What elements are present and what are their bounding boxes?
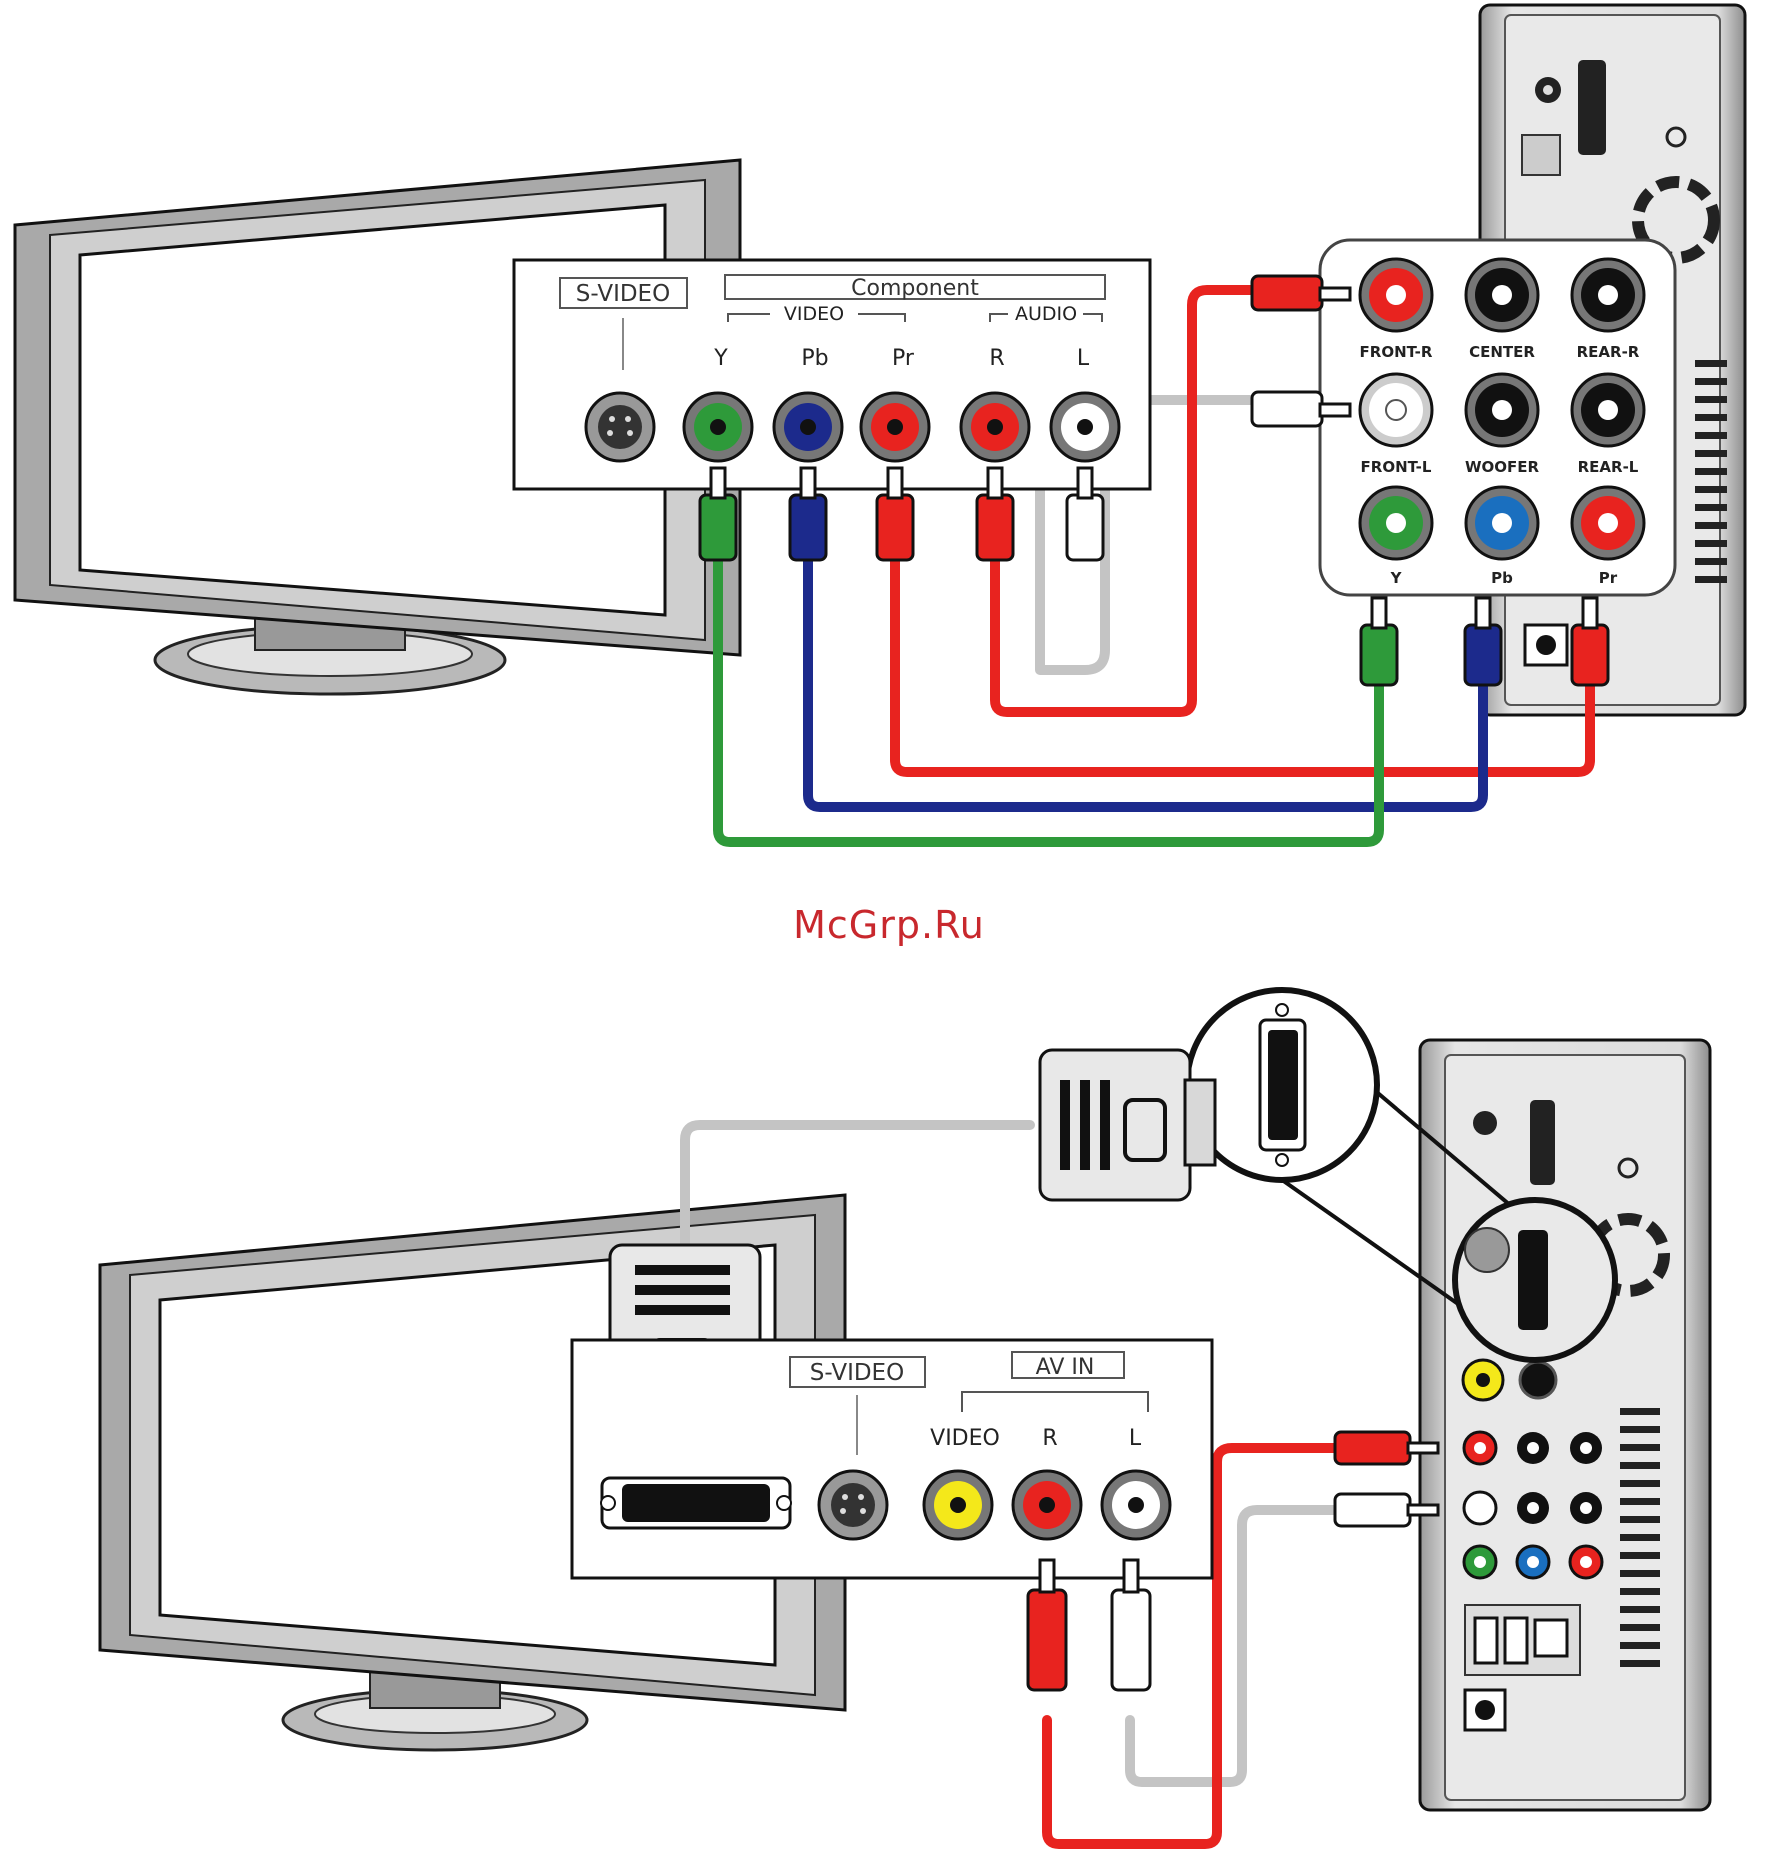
label-rear-r: REAR-R bbox=[1577, 343, 1640, 361]
plug-blue-tv bbox=[790, 495, 826, 560]
plug-white-player-bottom bbox=[1335, 1494, 1410, 1526]
player-device-bottom bbox=[1420, 1040, 1710, 1810]
plug-white-tv-bottom bbox=[1112, 1590, 1150, 1690]
label-rear-l: REAR-L bbox=[1578, 458, 1639, 476]
port-label-video-bottom: VIDEO bbox=[930, 1426, 1000, 1451]
panel-jack-woofer bbox=[1466, 374, 1538, 446]
plug-white-front-l bbox=[1252, 392, 1322, 426]
label-pr-panel: Pr bbox=[1599, 569, 1618, 587]
port-label-l-bottom: L bbox=[1129, 1426, 1142, 1451]
label-front-r: FRONT-R bbox=[1360, 343, 1433, 361]
svideo-label-bottom: S-VIDEO bbox=[810, 1360, 904, 1386]
label-woofer: WOOFER bbox=[1465, 458, 1540, 476]
jack-r-top bbox=[961, 393, 1029, 461]
video-group-label-top: VIDEO bbox=[784, 303, 844, 325]
tv-panel-bottom: S-VIDEO AV IN VIDEO R L bbox=[572, 1340, 1212, 1578]
plug-red-r-tv bbox=[977, 495, 1013, 560]
plug-red-front-r bbox=[1252, 276, 1322, 310]
jack-l-bottom bbox=[1102, 1471, 1170, 1539]
port-label-r-top: R bbox=[989, 346, 1004, 371]
svideo-port-top bbox=[586, 393, 654, 461]
jack-y-top bbox=[684, 393, 752, 461]
panel-jack-front-l bbox=[1360, 374, 1432, 446]
jack-pr-top bbox=[861, 393, 929, 461]
av-in-label: AV IN bbox=[1036, 1355, 1095, 1380]
jack-r-bottom bbox=[1013, 1471, 1081, 1539]
jack-pb-top bbox=[774, 393, 842, 461]
plug-white-l-tv bbox=[1067, 495, 1103, 560]
panel-jack-front-r bbox=[1360, 259, 1432, 331]
audio-group-label-top: AUDIO bbox=[1015, 303, 1077, 325]
panel-jack-center bbox=[1466, 259, 1538, 331]
tv-panel-top: S-VIDEO Component VIDEO AUDIO Y Pb Pr R … bbox=[514, 260, 1150, 489]
panel-jack-rear-r bbox=[1572, 259, 1644, 331]
component-label-top: Component bbox=[851, 276, 979, 301]
watermark: McGrp.Ru bbox=[793, 903, 985, 947]
port-label-l-top: L bbox=[1077, 346, 1090, 371]
plug-red-player-bottom bbox=[1335, 1432, 1410, 1464]
top-diagram: S-VIDEO Component VIDEO AUDIO Y Pb Pr R … bbox=[15, 5, 1745, 842]
plug-blue-player bbox=[1465, 625, 1501, 685]
vent-slots-bottom bbox=[1620, 1408, 1660, 1667]
jack-video-bottom bbox=[924, 1471, 992, 1539]
svideo-port-bottom bbox=[819, 1471, 887, 1539]
dvi-plug-player bbox=[1040, 1050, 1215, 1200]
panel-jack-pb bbox=[1466, 487, 1538, 559]
port-label-y-top: Y bbox=[713, 346, 728, 371]
bottom-diagram: S-VIDEO AV IN VIDEO R L bbox=[100, 990, 1710, 1844]
plug-red-tv-bottom bbox=[1028, 1590, 1066, 1690]
label-center: CENTER bbox=[1469, 343, 1535, 361]
port-label-pb-top: Pb bbox=[801, 346, 828, 371]
plug-green-tv bbox=[700, 495, 736, 560]
player-panel-top: FRONT-R CENTER REAR-R FRONT-L WOOFER REA… bbox=[1320, 240, 1675, 595]
plug-green-player bbox=[1361, 625, 1397, 685]
dvi-port-tv bbox=[601, 1478, 791, 1528]
label-front-l: FRONT-L bbox=[1361, 458, 1432, 476]
panel-jack-rear-l bbox=[1572, 374, 1644, 446]
panel-jack-pr bbox=[1572, 487, 1644, 559]
svideo-label-top: S-VIDEO bbox=[576, 281, 670, 307]
jack-l-top bbox=[1051, 393, 1119, 461]
plug-red-pr-tv bbox=[877, 495, 913, 560]
label-pb-panel: Pb bbox=[1491, 569, 1513, 587]
port-label-pr-top: Pr bbox=[892, 346, 915, 371]
plug-red-player bbox=[1572, 625, 1608, 685]
cable-green-top bbox=[718, 560, 1379, 842]
port-label-r-bottom: R bbox=[1042, 1426, 1057, 1451]
label-y-panel: Y bbox=[1390, 569, 1403, 587]
panel-jack-y bbox=[1360, 487, 1432, 559]
